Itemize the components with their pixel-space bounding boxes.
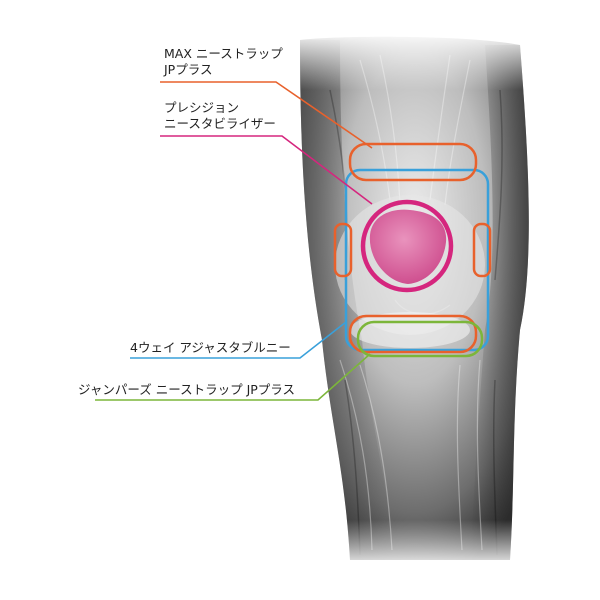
label-max-strap-line2: JPプラス <box>164 62 213 77</box>
label-max-strap: MAX ニーストラップ JPプラス <box>164 46 283 78</box>
label-jumpers-strap-line1: ジャンパーズ ニーストラップ JPプラス <box>78 382 296 397</box>
precision-stabilizer-ring <box>360 199 454 293</box>
leg-silhouette <box>290 30 540 570</box>
label-max-strap-line1: MAX ニーストラップ <box>164 46 283 61</box>
max-strap-outline <box>333 142 492 354</box>
patella <box>369 209 447 284</box>
label-four-way-adjustable-line1: 4ウェイ アジャスタブルニー <box>130 340 291 355</box>
leader-line-four-way <box>130 321 347 359</box>
four-way-adjustable-outline <box>344 168 490 352</box>
label-precision-stabilizer-line2: ニースタビライザー <box>164 116 276 131</box>
label-four-way-adjustable: 4ウェイ アジャスタブルニー <box>130 340 291 356</box>
leader-line-jumpers-strap <box>95 353 371 401</box>
leader-line-max-strap <box>160 81 373 149</box>
label-jumpers-strap: ジャンパーズ ニーストラップ JPプラス <box>78 382 295 398</box>
leader-line-precision-stabilizer <box>160 135 373 205</box>
label-precision-stabilizer: プレシジョン ニースタビライザー <box>164 100 276 132</box>
jumpers-strap-outline <box>356 320 484 358</box>
label-precision-stabilizer-line1: プレシジョン <box>164 100 240 115</box>
